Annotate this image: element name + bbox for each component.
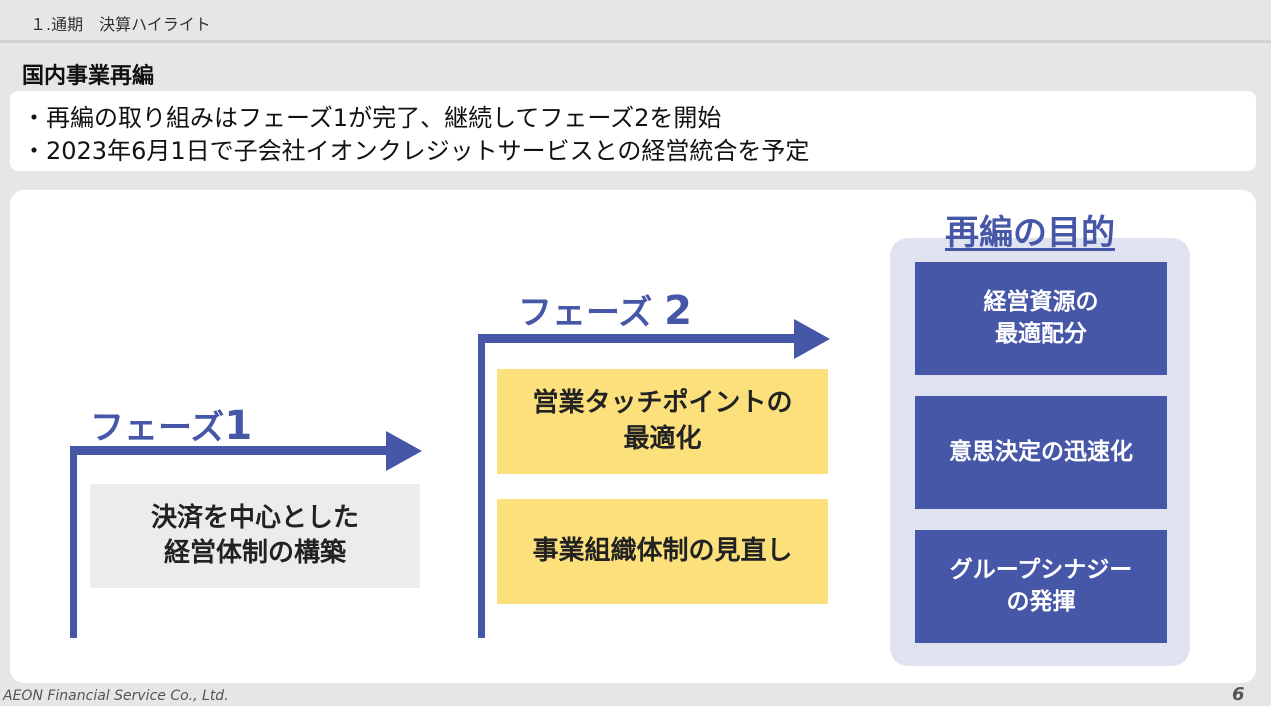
phase2-box-organization: 事業組織体制の見直し [497,499,828,604]
purpose-item-resource: 経営資源の 最適配分 [915,262,1167,375]
purpose-item3-line1: グループシナジー [949,557,1133,584]
phase2-box2-text: 事業組織体制の見直し [532,535,793,566]
purpose-item-synergy: グループシナジー の発揮 [915,530,1167,643]
purpose-item1-line2: 最適配分 [995,320,1087,347]
purpose-item1-line1: 経営資源の [983,289,1099,316]
phase2-number: 2 [664,288,692,334]
phase1-label: フェーズ1 [90,400,252,449]
phase1-box: 決済を中心とした 経営体制の構築 [90,484,420,588]
phase1-number: 1 [224,403,253,449]
phase1-arrow-head-icon [386,431,422,471]
phase2-box1-line2: 最適化 [623,423,702,454]
page-title: 国内事業再編 [22,64,155,89]
phase1-box-line2: 経営体制の構築 [163,538,346,568]
section-title: １.通期 決算ハイライト [30,15,211,34]
phase2-arrow-vertical [478,334,485,638]
summary-bullet-2: ・2023年6月1日で子会社イオンクレジットサービスとの経営統合を予定 [22,137,810,165]
phase2-label-text: フェーズ [518,293,653,333]
phase1-box-line1: 決済を中心とした [150,502,359,533]
phase1-arrow-vertical [70,446,77,638]
summary-box [10,91,1256,171]
purpose-item3-line2: の発揮 [1006,588,1076,615]
page-number: 6 [1232,684,1245,705]
purpose-item-decision: 意思決定の迅速化 [915,396,1167,509]
footer-company: AEON Financial Service Co., Ltd. [3,688,229,704]
purpose-item2-text: 意思決定の迅速化 [949,438,1133,465]
phase1-label-text: フェーズ [90,408,225,448]
phase1-arrow-horizontal [70,446,390,455]
section-header: １.通期 決算ハイライト [0,0,1271,43]
phase2-box-touchpoint: 営業タッチポイントの 最適化 [497,369,828,474]
phase2-label: フェーズ 2 [518,285,692,334]
phase2-box1-line1: 営業タッチポイントの [532,388,793,419]
phase2-arrow-horizontal [478,334,798,343]
summary-bullet-1: ・再編の取り組みはフェーズ1が完了、継続してフェーズ2を開始 [22,104,722,132]
phase2-arrow-head-icon [794,319,830,359]
purpose-title: 再編の目的 [945,213,1115,253]
